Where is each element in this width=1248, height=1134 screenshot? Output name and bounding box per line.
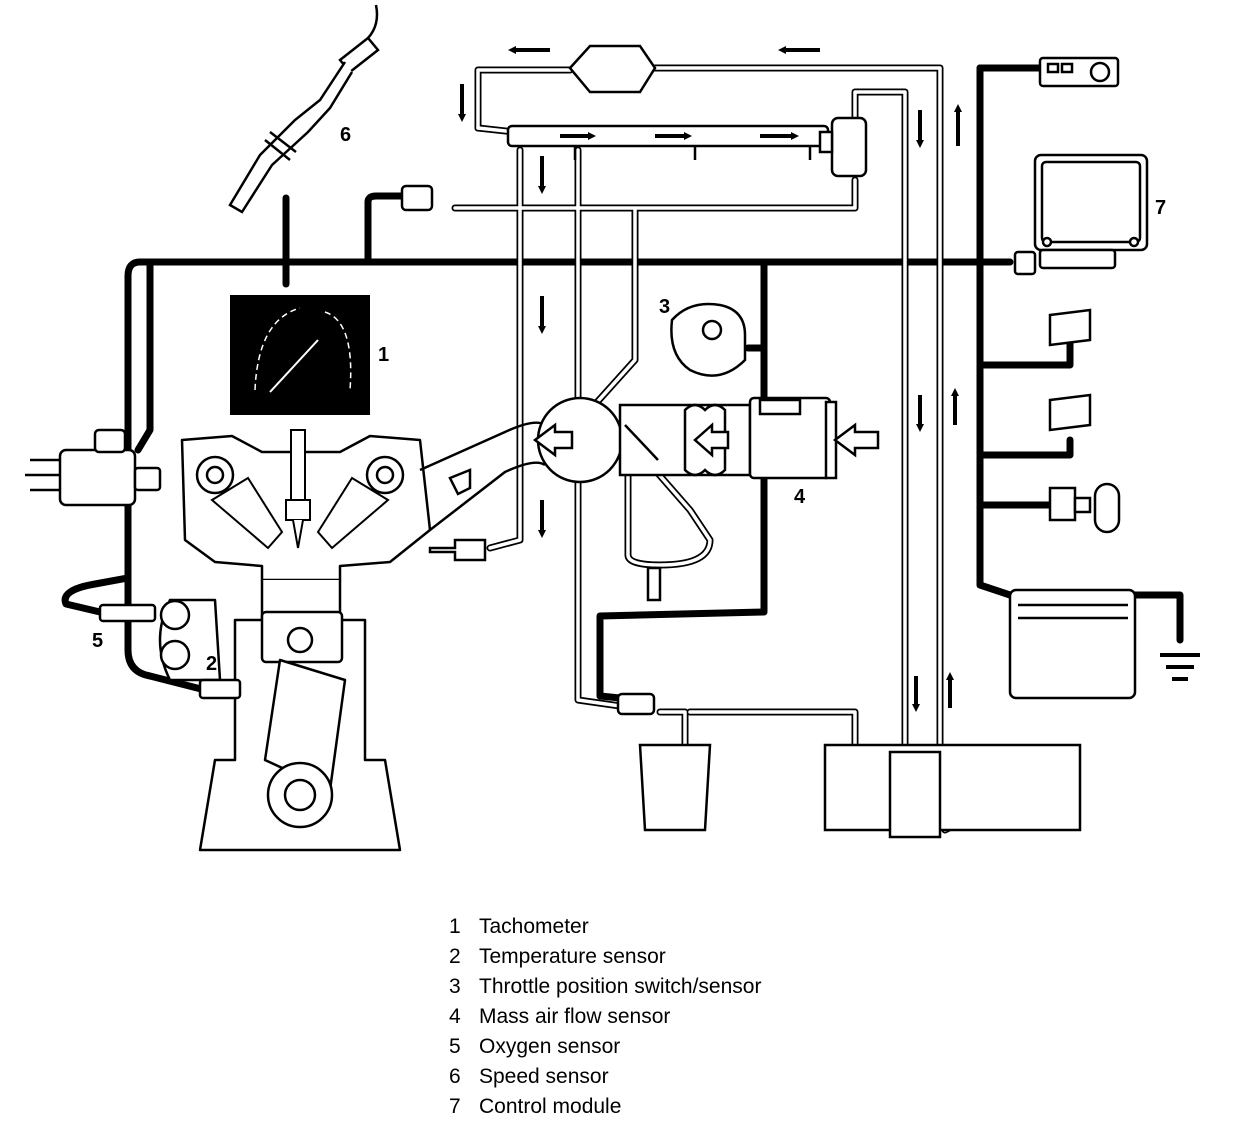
callout-3: 3 (659, 296, 671, 318)
battery (1008, 588, 1137, 700)
ground-symbol (1160, 653, 1200, 681)
legend-item: 7 Control module (449, 1092, 761, 1122)
legend-label: Mass air flow sensor (479, 1005, 671, 1028)
legend-item: 3 Throttle position switch/sensor (449, 972, 761, 1002)
legend-number: 4 (449, 1005, 461, 1028)
engine-block (158, 434, 432, 852)
callout-6: 6 (340, 124, 352, 146)
injector-and-spark-plug (210, 429, 390, 550)
fuel-rail (506, 124, 830, 160)
legend-number: 7 (449, 1095, 461, 1118)
legend-number: 5 (449, 1035, 461, 1058)
ignition-switch (1048, 482, 1121, 534)
speed-sensor (228, 4, 380, 214)
fuel-filter (568, 44, 657, 94)
legend-number: 2 (449, 945, 461, 968)
connectors (98, 184, 1037, 716)
throttle-position-sensor (670, 302, 747, 377)
relays (1048, 308, 1092, 432)
callout-7: 7 (1155, 197, 1167, 219)
legend-label: Oxygen sensor (479, 1035, 621, 1058)
flow-arrows (458, 46, 962, 712)
legend-item: 6 Speed sensor (449, 1062, 761, 1092)
legend-item: 2 Temperature sensor (449, 942, 761, 972)
throttle-body (532, 396, 880, 602)
tachometer (230, 295, 370, 415)
legend-label: Speed sensor (479, 1065, 609, 1088)
diagnostic-connector (1038, 56, 1120, 88)
callout-4: 4 (794, 486, 806, 508)
legend-label: Control module (479, 1095, 622, 1118)
legend-item: 4 Mass air flow sensor (449, 1002, 761, 1032)
aux-air-valve (428, 538, 487, 562)
control-module (1033, 153, 1149, 270)
callout-2: 2 (206, 653, 218, 675)
intake-runner (419, 421, 546, 531)
callout-5: 5 (92, 630, 104, 652)
distributor (25, 428, 162, 507)
fuel-tank (638, 743, 1082, 839)
legend-item: 1 Tachometer (449, 912, 761, 942)
legend-label: Tachometer (479, 915, 589, 938)
legend-number: 1 (449, 915, 461, 938)
callout-1: 1 (378, 344, 390, 366)
legend-item: 5 Oxygen sensor (449, 1032, 761, 1062)
wiring-harness (61, 64, 1184, 702)
pressure-regulator (818, 116, 868, 178)
legend-number: 3 (449, 975, 461, 998)
legend-label: Temperature sensor (479, 945, 666, 968)
legend-number: 6 (449, 1065, 461, 1088)
legend-label: Throttle position switch/sensor (479, 975, 762, 998)
legend: 1 Tachometer 2 Temperature sensor 3 Throttl… (449, 912, 761, 1122)
